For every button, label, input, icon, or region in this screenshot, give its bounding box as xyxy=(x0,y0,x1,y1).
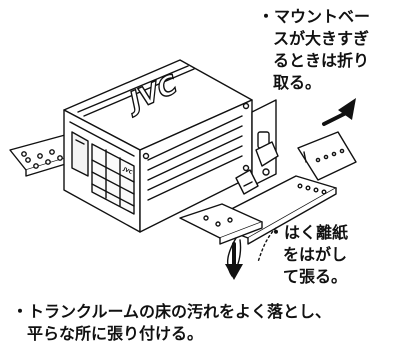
installation-instruction-line-2: 平らな所に張り付ける。 xyxy=(27,324,204,343)
arrow-down-icon xyxy=(225,242,243,280)
mount-base-note-line-3: るときは折り xyxy=(273,51,370,70)
mount-base-note-line-2: スが大きすぎ xyxy=(273,29,370,48)
mount-base-note-line-4: 取る。 xyxy=(273,73,322,92)
release-paper-note: ・はく離紙 をはがし て張る。 xyxy=(268,222,348,288)
connector-bracket xyxy=(235,99,279,195)
release-paper-note-line-1: ・はく離紙 xyxy=(268,223,349,242)
cd-changer-body xyxy=(63,59,253,233)
installation-instruction-line-1: ・トランクルームの床の汚れをよく落とし、 xyxy=(12,302,332,321)
mount-base-note-line-1: ・マウントベー xyxy=(258,7,371,26)
cd-changer-illustration: JVC JVC xyxy=(9,59,357,280)
installation-instruction: ・トランクルームの床の汚れをよく落とし、 平らな所に張り付ける。 xyxy=(12,301,331,345)
peel-leader-line xyxy=(257,227,277,263)
arrow-up-icon xyxy=(322,98,356,126)
release-paper-note-line-3: て張る。 xyxy=(283,267,348,286)
mount-base-note: ・マウントベー スが大きすぎ るときは折り 取る。 xyxy=(258,6,370,94)
release-paper-note-line-2: をはがし xyxy=(283,245,348,264)
front-mounting-plate xyxy=(179,203,263,245)
front-logo: JVC xyxy=(121,166,133,176)
